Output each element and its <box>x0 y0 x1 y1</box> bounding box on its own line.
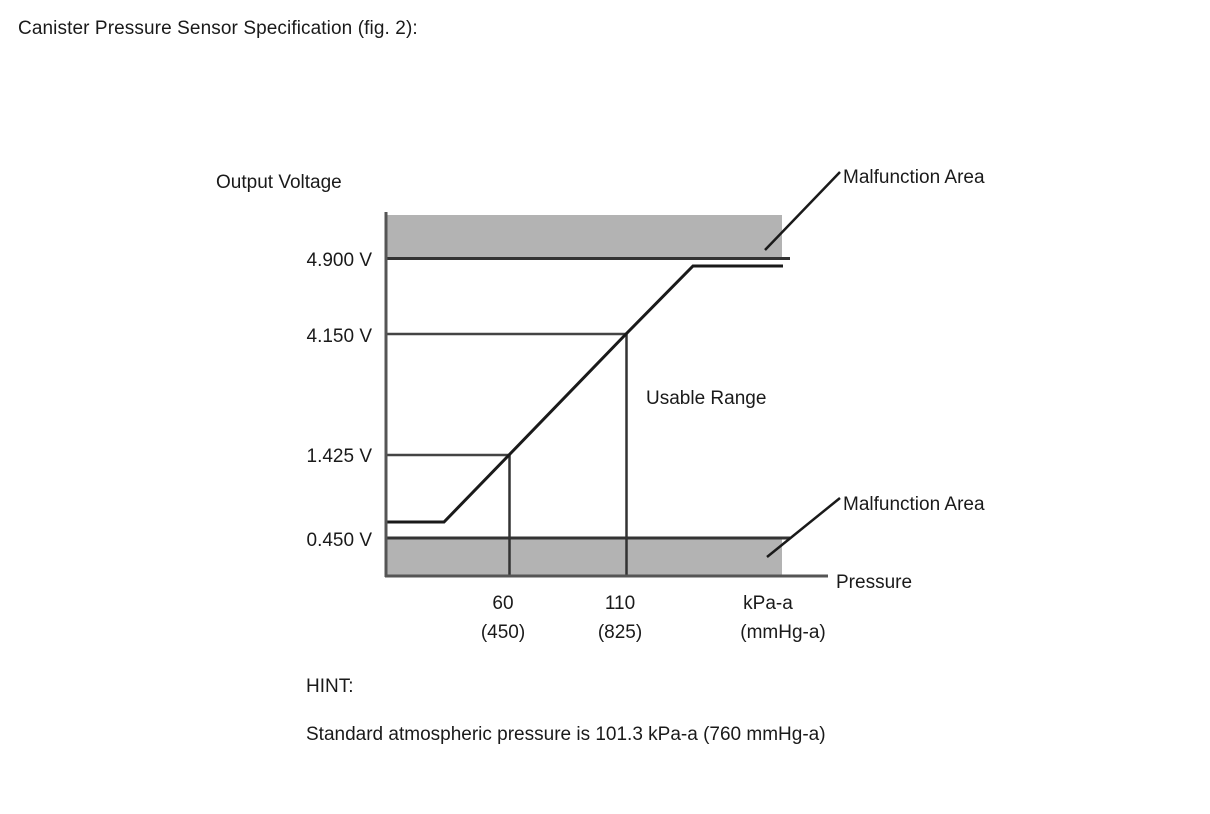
hint-heading: HINT: <box>306 676 354 697</box>
x-unit-label-kpa: kPa-a <box>743 593 793 614</box>
leader-line-malfunction-lower <box>766 497 841 558</box>
leader-line-malfunction-upper <box>764 171 841 251</box>
y-tick-label-0450: 0.450 V <box>307 530 373 551</box>
x-tick-label-450: (450) <box>481 622 525 643</box>
annotation-malfunction-upper: Malfunction Area <box>843 167 985 188</box>
y-tick-label-4900: 4.900 V <box>307 250 373 271</box>
x-unit-label-mmhg: (mmHg-a) <box>740 622 826 643</box>
y-axis-title: Output Voltage <box>216 172 342 193</box>
annotation-malfunction-lower: Malfunction Area <box>843 494 985 515</box>
annotation-usable-range: Usable Range <box>646 388 766 409</box>
x-tick-label-825: (825) <box>598 622 642 643</box>
x-tick-label-110: 110 <box>605 593 635 614</box>
page-title: Canister Pressure Sensor Specification (… <box>18 18 418 39</box>
x-tick-label-60: 60 <box>492 593 513 614</box>
y-tick-label-4150: 4.150 V <box>307 326 373 347</box>
hint-body: Standard atmospheric pressure is 101.3 k… <box>306 724 826 745</box>
malfunction-band-lower <box>386 539 782 576</box>
x-axis-title: Pressure <box>836 572 912 593</box>
hint-block: HINT: Standard atmospheric pressure is 1… <box>306 676 826 746</box>
malfunction-band-upper <box>386 215 782 258</box>
sensor-output-curve <box>386 264 783 524</box>
y-tick-label-1425: 1.425 V <box>307 446 373 467</box>
